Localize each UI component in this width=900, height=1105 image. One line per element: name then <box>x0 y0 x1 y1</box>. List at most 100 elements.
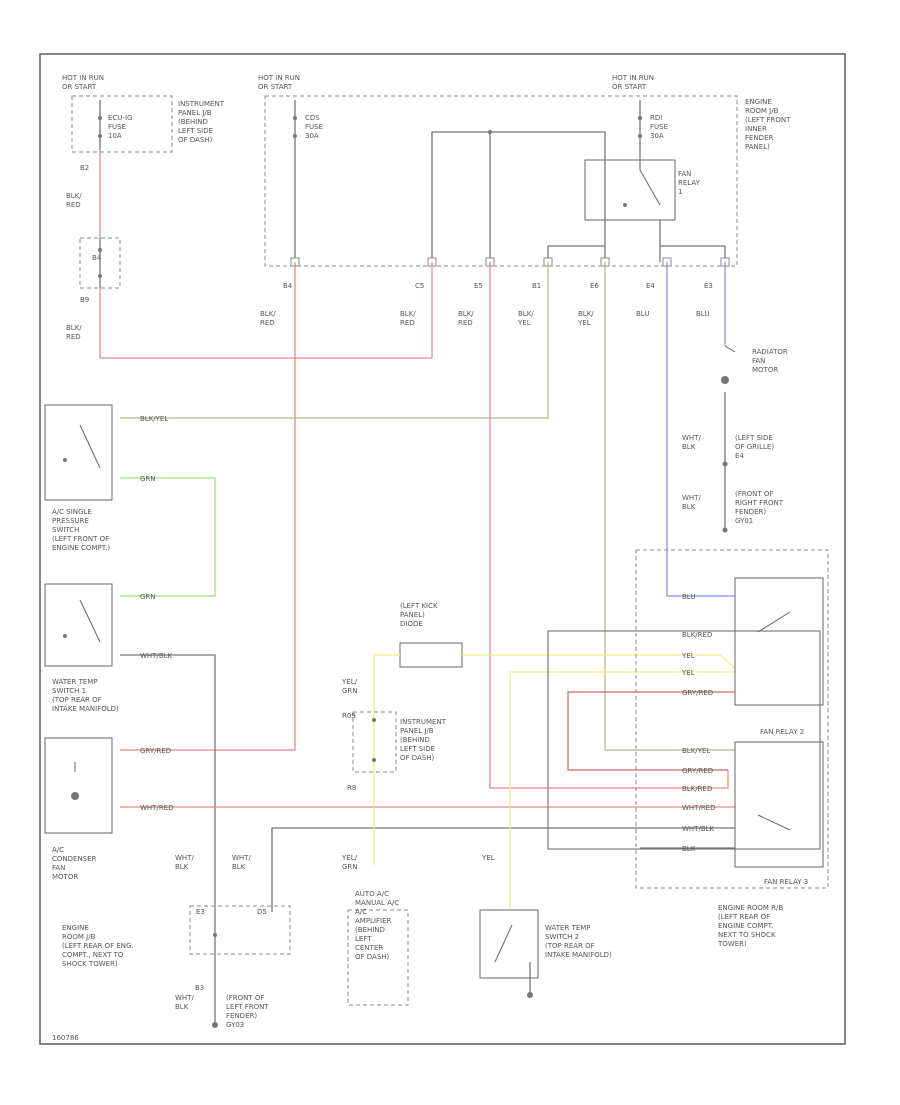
wire-color-label: GRY/RED <box>140 747 171 755</box>
wire-color-label: WHT/ <box>232 854 251 862</box>
pin-label: B4 <box>283 282 293 290</box>
wire-color-label: GRN <box>140 475 156 483</box>
wire-color-label: WHT/ <box>175 994 194 1002</box>
fuse-label: RDI <box>650 114 662 122</box>
wire-color-label: RED <box>400 319 415 327</box>
wire-color-label: BLK/ <box>458 310 474 318</box>
wire-color-label: WHT/BLK <box>140 652 173 660</box>
relay-pin-label: BLK <box>682 845 696 853</box>
connector-id-label: B4 <box>92 254 102 262</box>
pin-label: E3 <box>704 282 713 290</box>
fan-relay-3 <box>734 741 824 868</box>
component-label: PANEL) <box>400 611 425 619</box>
junction-label: LEFT SIDE <box>400 745 435 753</box>
wire-color-label: BLK <box>232 863 246 871</box>
hot-label: OR START <box>62 83 97 91</box>
connector-id-label: R8 <box>347 784 356 792</box>
pin-label: E5 <box>474 282 483 290</box>
junction-label: ROOM J/B <box>62 933 96 941</box>
ground-label: (LEFT SIDE <box>735 434 773 442</box>
component-label: INTAKE MANIFOLD) <box>52 705 119 713</box>
wire-color-label: YEL/ <box>341 854 358 862</box>
ac-pressure-switch <box>44 404 113 501</box>
connector-id-label: E3 <box>196 908 205 916</box>
junction-label: TOWER) <box>717 940 747 948</box>
relay-label: FAN RELAY 2 <box>760 728 804 736</box>
relay-pin-label: GRY/RED <box>682 689 713 697</box>
junction-label: ENGINE COMPT. <box>718 922 773 930</box>
junction-label: ENGINE ROOM R/B <box>718 904 783 912</box>
wire-color-label: BLK <box>175 1003 189 1011</box>
component-label: CONDENSER <box>52 855 97 863</box>
relay-pin-label: WHT/RED <box>682 804 716 812</box>
wire-color-label: BLK/ <box>578 310 594 318</box>
hot-label: HOT IN RUN <box>62 74 104 82</box>
pin-label: E4 <box>646 282 655 290</box>
component-label: SWITCH <box>52 526 79 534</box>
junction-label: (LEFT REAR OF ENG. <box>62 942 134 950</box>
junction-label: NEXT TO SHOCK <box>718 931 776 939</box>
component-label: PRESSURE <box>52 517 89 525</box>
wire-color-label: GRN <box>342 687 358 695</box>
hot-label: HOT IN RUN <box>612 74 654 82</box>
component-label: SWITCH 2 <box>545 933 579 941</box>
fuse-label: FUSE <box>305 123 323 131</box>
relay-pin-label: YEL <box>681 652 695 660</box>
junction-label: OF DASH) <box>178 136 213 144</box>
wire-color-label: WHT/ <box>682 494 701 502</box>
junction-label: INSTRUMENT <box>178 100 225 108</box>
pin-label: B2 <box>80 164 89 172</box>
ground-label: OF GRILLE) <box>735 443 774 451</box>
diagram-code: 160786 <box>52 1034 79 1042</box>
wire-color-label: YEL/ <box>341 678 358 686</box>
ground-label: GY01 <box>735 517 753 525</box>
component-label: A/C <box>52 846 64 854</box>
component-label: A/C SINGLE <box>52 508 92 516</box>
component-label: INTAKE MANIFOLD) <box>545 951 612 959</box>
component-label: (TOP REAR OF <box>52 696 102 704</box>
wire-color-label: YEL <box>481 854 495 862</box>
component-label: FAN <box>752 357 765 365</box>
hot-label: HOT IN RUN <box>258 74 300 82</box>
junction-label: INSTRUMENT <box>400 718 447 726</box>
junction-label: (BEHIND <box>178 118 208 126</box>
wire-color-label: WHT/ <box>682 434 701 442</box>
wire-color-label: RED <box>260 319 275 327</box>
wire-color-label: YEL <box>577 319 591 327</box>
component-label: AMPLIFIER <box>355 917 392 925</box>
component-label: MANUAL A/C <box>355 899 399 907</box>
wire-color-label: BLU <box>636 310 649 318</box>
component-label: OF DASH) <box>355 953 390 961</box>
ac-condenser-fan-motor <box>44 737 113 834</box>
fuse-label: 30A <box>305 132 319 140</box>
component-label: RADIATOR <box>752 348 788 356</box>
wire-color-label: BLK <box>682 503 696 511</box>
ground-label: RIGHT FRONT <box>735 499 784 507</box>
junction-label: INNER <box>745 125 767 133</box>
wire-color-label: BLK/ <box>66 192 82 200</box>
ac-amplifier <box>347 909 409 1006</box>
wire-color-label: BLK <box>175 863 189 871</box>
junction-label: (LEFT FRONT <box>745 116 791 124</box>
ground-label: FENDER) <box>226 1012 257 1020</box>
fuse-label: 10A <box>108 132 122 140</box>
relay-pin-label: BLU <box>682 593 695 601</box>
wire-color-label: GRN <box>342 863 358 871</box>
engine-room-jb <box>264 95 738 267</box>
wire-color-label: BLK/ <box>66 324 82 332</box>
diagram-border <box>39 53 846 1045</box>
wire-color-label: YEL <box>517 319 531 327</box>
relay-label: RELAY <box>678 179 701 187</box>
wire-color-label: BLU <box>696 310 709 318</box>
engine-room-rb <box>635 549 829 889</box>
junction-label: PANEL) <box>745 143 770 151</box>
ip-jb-fuse-box <box>71 95 173 153</box>
pin-label: C5 <box>415 282 424 290</box>
relay-pin-label: YEL <box>681 669 695 677</box>
component-label: MOTOR <box>752 366 778 374</box>
junction-label: OF DASH) <box>400 754 435 762</box>
relay-pin-label: WHT/BLK <box>682 825 715 833</box>
hot-label: OR START <box>612 83 647 91</box>
